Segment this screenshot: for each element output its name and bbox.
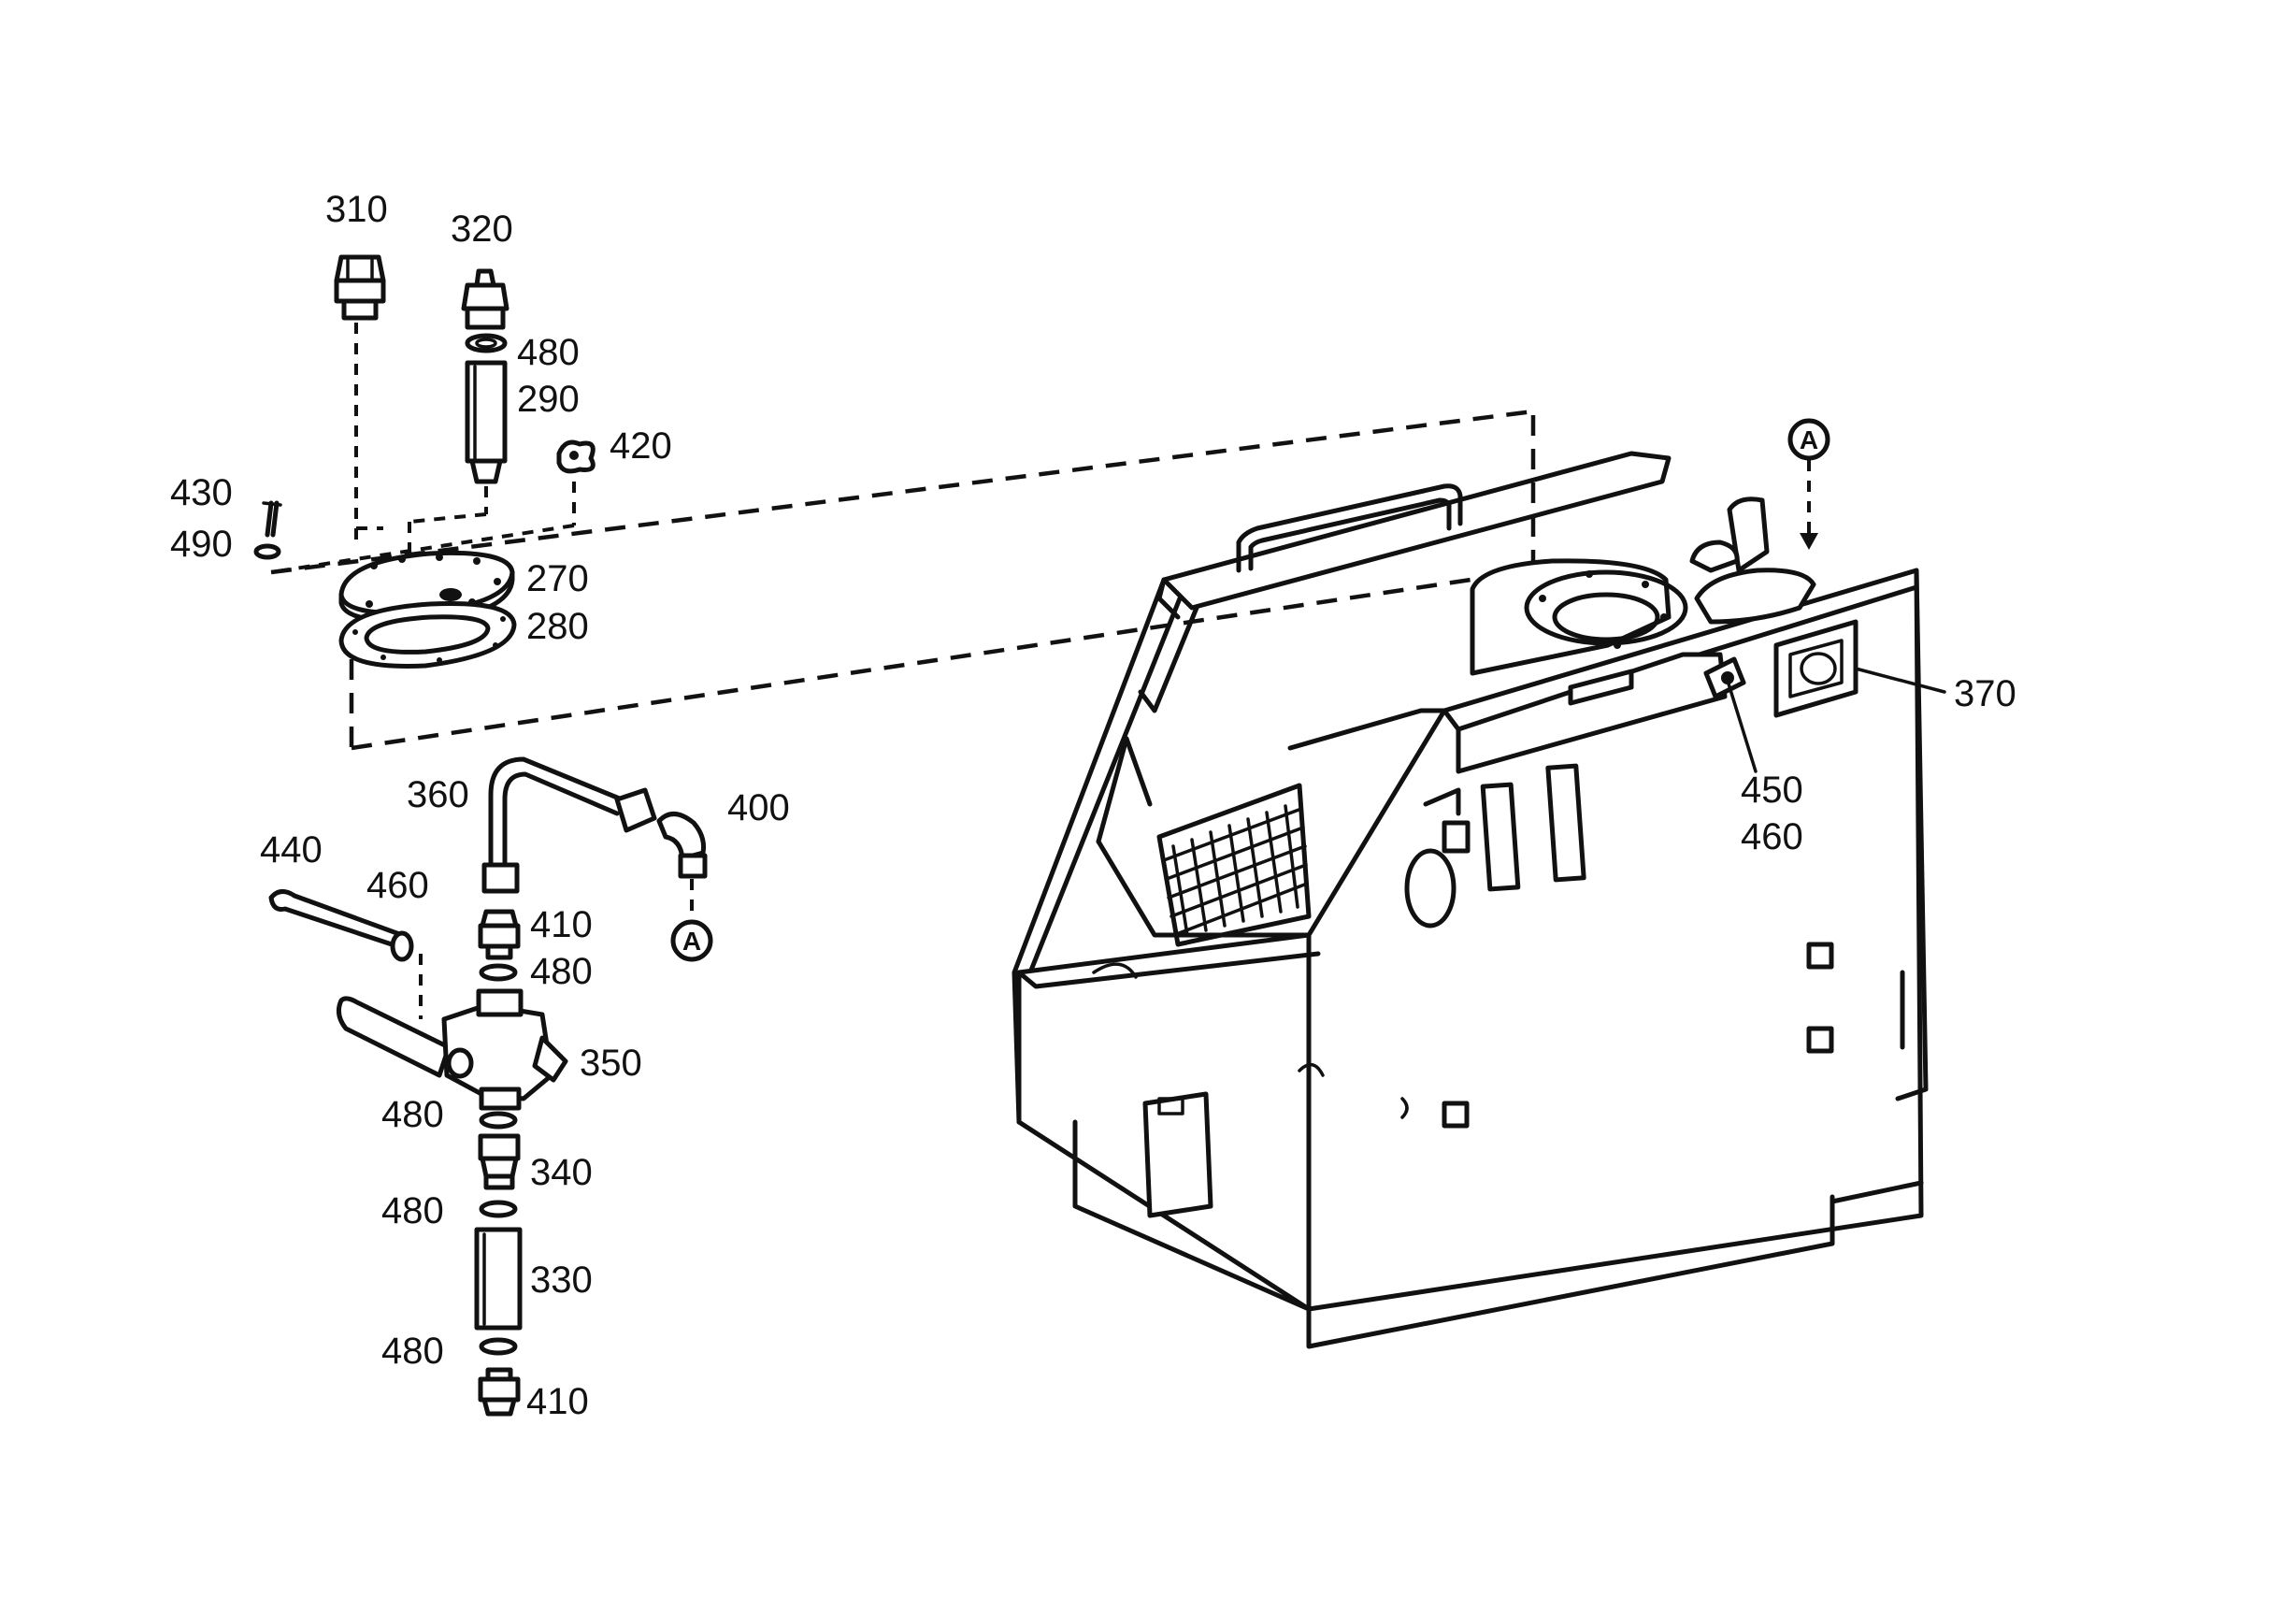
part-480-oring-top: [465, 333, 508, 353]
hydraulic-tank: A: [1012, 418, 1946, 1349]
label-460: 460: [366, 865, 429, 906]
part-430-screw: [262, 500, 282, 538]
part-310-fitting: [334, 254, 386, 321]
label-430: 430: [170, 472, 233, 513]
part-labels: 310 320 480 290 420 430 490 270 280 360 …: [170, 189, 2016, 1422]
label-410: 410: [526, 1381, 589, 1422]
callout-a-right: A: [1787, 418, 1830, 550]
label-370: 370: [1954, 673, 2016, 714]
part-400-elbow: [656, 812, 708, 879]
part-320-sender: [461, 268, 509, 330]
label-290: 290: [517, 379, 580, 420]
part-340-fitting: [478, 1133, 521, 1190]
callout-a-left: A: [670, 919, 713, 962]
part-460-washer: [390, 930, 414, 962]
part-420-clip: [556, 439, 596, 474]
part-410-fitting-bottom: [478, 1367, 521, 1417]
part-480-oring-e: [479, 1337, 518, 1356]
label-400: 400: [727, 787, 790, 828]
label-270: 270: [526, 558, 589, 599]
label-330: 330: [530, 1259, 593, 1301]
part-370-sight-glass: [1773, 619, 1858, 718]
drain-post: [1142, 1091, 1213, 1218]
label-310: 310: [325, 189, 388, 230]
part-360-pipe: [481, 756, 657, 894]
upper-exploded-assembly: [253, 254, 1536, 751]
label-490: 490: [170, 524, 233, 565]
label-480: 480: [530, 951, 593, 992]
label-450: 450: [1741, 770, 1803, 811]
label-340: 340: [530, 1152, 593, 1193]
label-480: 480: [381, 1331, 444, 1372]
lower-exploded-assembly: A: [268, 756, 713, 1417]
part-290-tube: [465, 360, 508, 484]
label-440: 440: [260, 829, 323, 871]
part-330-tube: [474, 1227, 523, 1331]
label-360: 360: [407, 774, 469, 815]
label-350: 350: [580, 1043, 642, 1084]
label-460: 460: [1741, 816, 1803, 857]
part-490-washer: [253, 543, 281, 560]
svg-text:A: A: [1800, 425, 1818, 454]
strainer-mesh: [1156, 783, 1312, 947]
label-480: 480: [381, 1190, 444, 1231]
part-480-oring-c: [479, 1111, 518, 1130]
label-320: 320: [451, 209, 513, 250]
label-280: 280: [526, 606, 589, 647]
label-480: 480: [381, 1094, 444, 1135]
label-420: 420: [610, 425, 672, 467]
part-410-fitting-top: [478, 909, 521, 960]
svg-text:A: A: [682, 927, 701, 956]
part-480-oring-d: [479, 1200, 518, 1218]
part-480-oring-b: [479, 963, 518, 982]
label-410: 410: [530, 904, 593, 945]
part-280-gasket: [338, 601, 517, 669]
part-350-valve-body: [336, 988, 568, 1111]
label-480: 480: [517, 332, 580, 373]
